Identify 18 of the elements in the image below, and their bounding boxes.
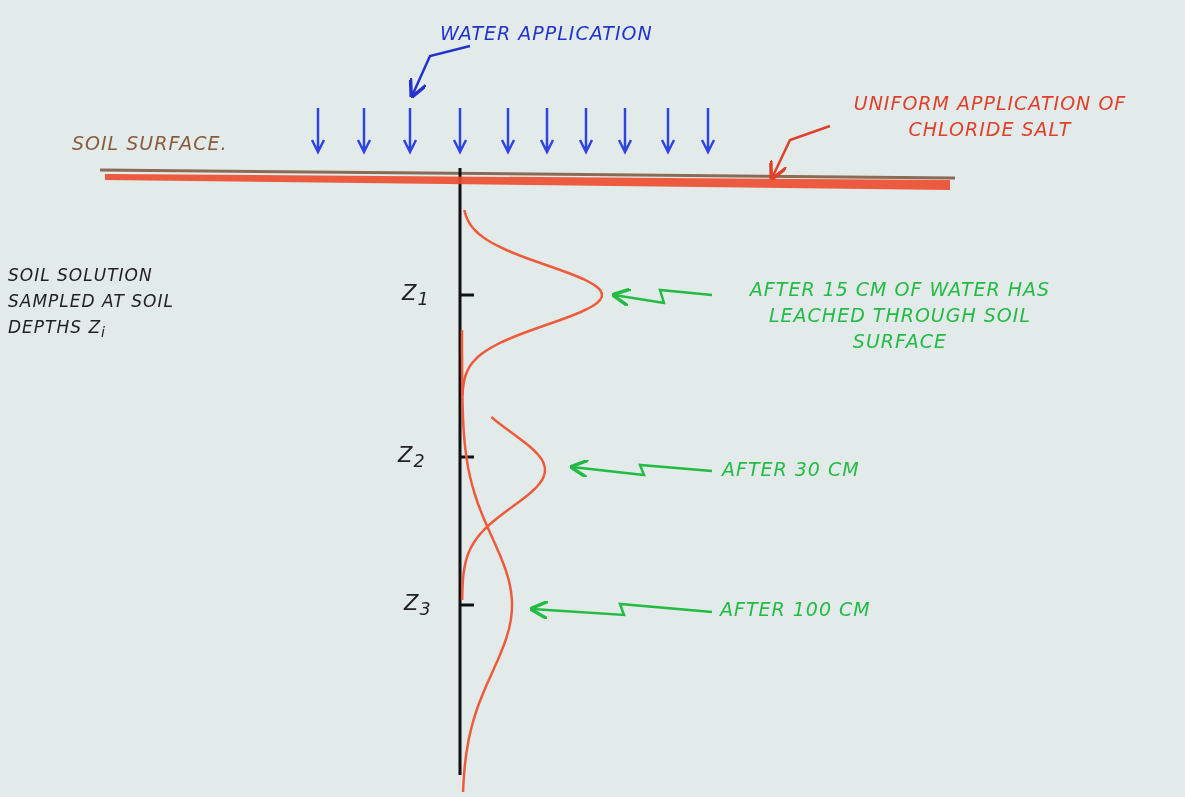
leader-arrow xyxy=(568,458,713,480)
depth-label: Z$_{3}$ xyxy=(404,590,433,622)
depth-label: Z$_{1}$ xyxy=(402,280,431,312)
callout-text: AFTER 100 CM xyxy=(720,596,940,622)
note-text: SOIL SOLUTION SAMPLED AT SOIL DEPTHS Z$_{i}$ xyxy=(8,264,175,343)
callout-text: AFTER 15 CM OF WATER HAS LEACHED THROUGH SOIL SURFACE xyxy=(720,276,1080,354)
leader-arrow xyxy=(610,287,713,308)
concentration-curve xyxy=(460,330,514,793)
leader-arrow xyxy=(528,599,713,621)
leader-arrow xyxy=(769,124,831,182)
surface-label: SOIL SURFACE. xyxy=(72,131,229,156)
depth-label: Z$_{2}$ xyxy=(398,442,427,474)
callout-text: AFTER 30 CM xyxy=(722,456,922,482)
callout-text: WATER APPLICATION xyxy=(440,20,780,46)
concentration-curve xyxy=(460,416,547,600)
leader-arrow xyxy=(408,44,471,100)
callout-text: UNIFORM APPLICATION OF CHLORIDE SALT xyxy=(830,90,1150,142)
salt-layer xyxy=(105,174,950,190)
